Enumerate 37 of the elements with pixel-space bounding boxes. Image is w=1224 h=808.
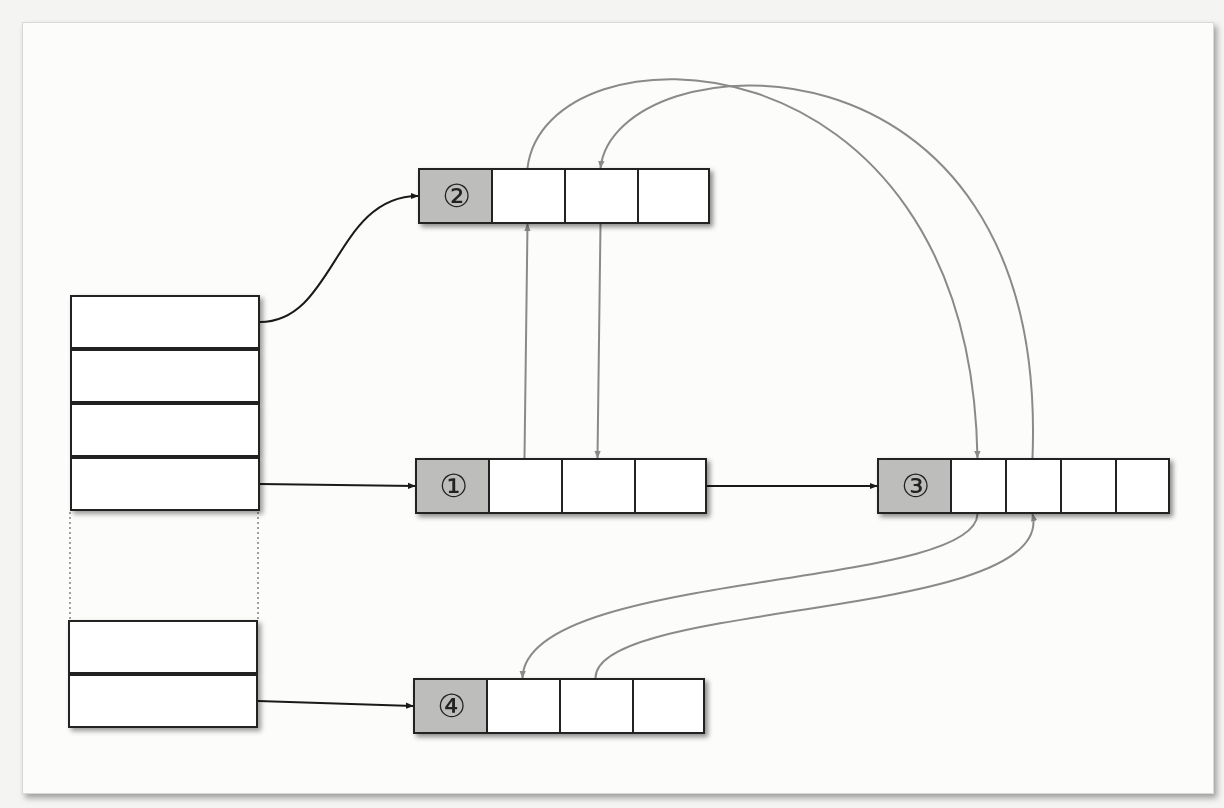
record-box	[877, 458, 1170, 514]
table-slot	[70, 457, 260, 511]
arrow	[259, 193, 419, 323]
field-cell	[491, 170, 564, 222]
field-cell	[1115, 460, 1168, 512]
arrow	[706, 482, 878, 490]
record-box	[418, 168, 710, 224]
field-cell	[950, 460, 1005, 512]
arrow	[599, 85, 1034, 459]
arrow	[594, 513, 1035, 679]
record-number: ①	[417, 460, 490, 512]
field-cell	[637, 170, 708, 222]
arrow	[257, 700, 414, 709]
field-cell	[1005, 460, 1060, 512]
field-cell	[564, 170, 637, 222]
record-number: ③	[879, 460, 952, 512]
record-number: ④	[415, 680, 488, 732]
field-cell	[559, 680, 632, 732]
arrow	[523, 223, 531, 459]
record-box	[413, 678, 705, 734]
field-cell	[561, 460, 634, 512]
field-cell	[1060, 460, 1115, 512]
field-cell	[634, 460, 705, 512]
arrow	[521, 513, 979, 679]
table-slot	[70, 349, 260, 403]
arrow	[594, 223, 602, 459]
table-slot	[68, 620, 258, 674]
arrow	[259, 482, 416, 490]
record-number: ②	[420, 170, 493, 222]
record-box	[415, 458, 707, 514]
table-slot	[68, 674, 258, 728]
field-cell	[632, 680, 703, 732]
field-cell	[488, 460, 561, 512]
table-slot	[70, 295, 260, 349]
table-slot	[70, 403, 260, 457]
field-cell	[486, 680, 559, 732]
arrow	[526, 79, 980, 459]
